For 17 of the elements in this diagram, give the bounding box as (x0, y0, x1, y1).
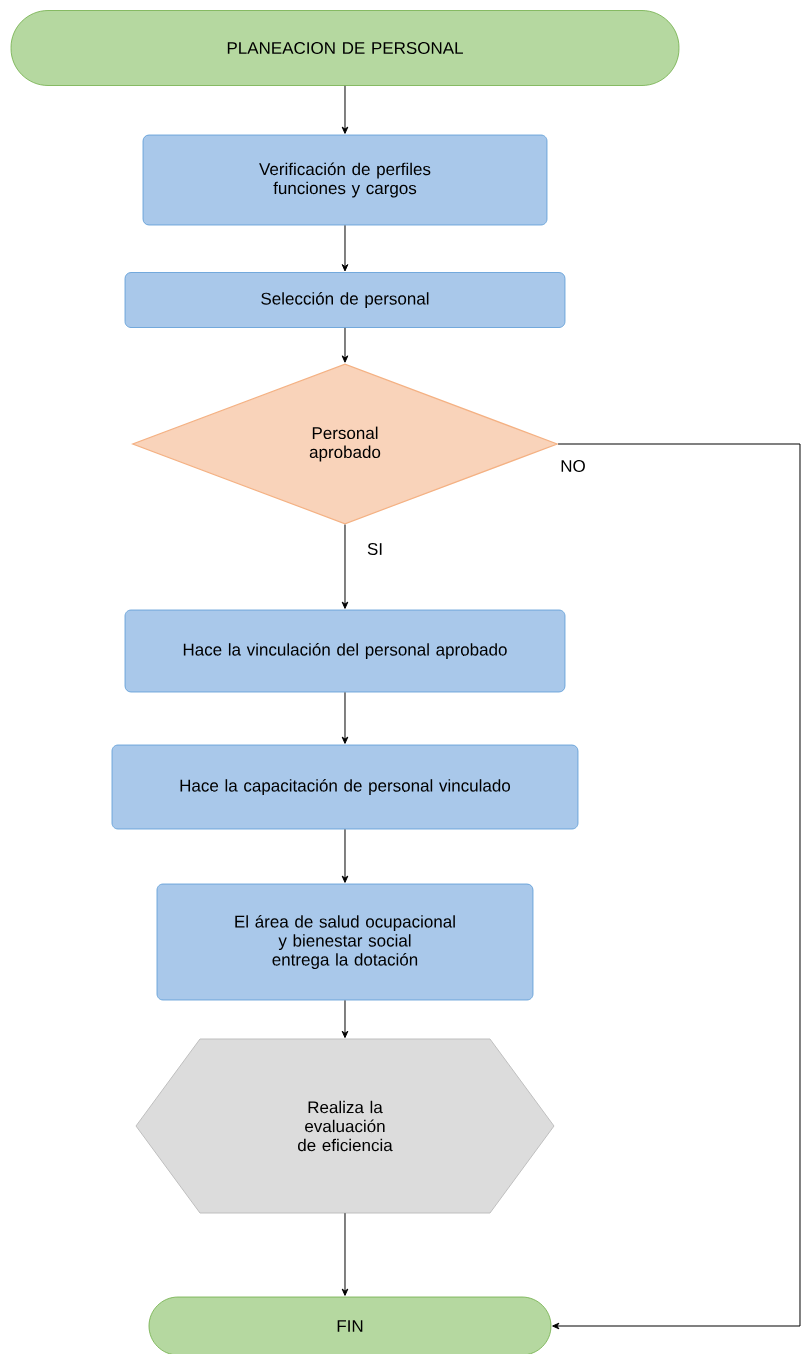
arrow (341, 691, 349, 744)
arrow (552, 443, 801, 1330)
arrow (341, 224, 349, 272)
process-box: Hace la capacitación de personal vinculado (111, 744, 579, 830)
arrow (341, 828, 349, 883)
preparation-hexagon: Realiza la evaluación de eficiencia (135, 1038, 555, 1214)
process-box: Selección de personal (124, 272, 566, 328)
arrow (341, 85, 349, 134)
arrow (341, 524, 349, 609)
process-box: El área de salud ocupacional y bienestar social entrega la dotación (156, 883, 534, 1001)
process-box: Verificación de perfiles funciones y cargos (142, 134, 548, 226)
arrow (341, 999, 349, 1039)
arrow (341, 327, 349, 363)
arrow (341, 1212, 349, 1296)
edge-label: NO (561, 460, 585, 473)
edge-label: SI (367, 543, 382, 556)
process-box: Hace la vinculación del personal aprobado (124, 609, 566, 693)
